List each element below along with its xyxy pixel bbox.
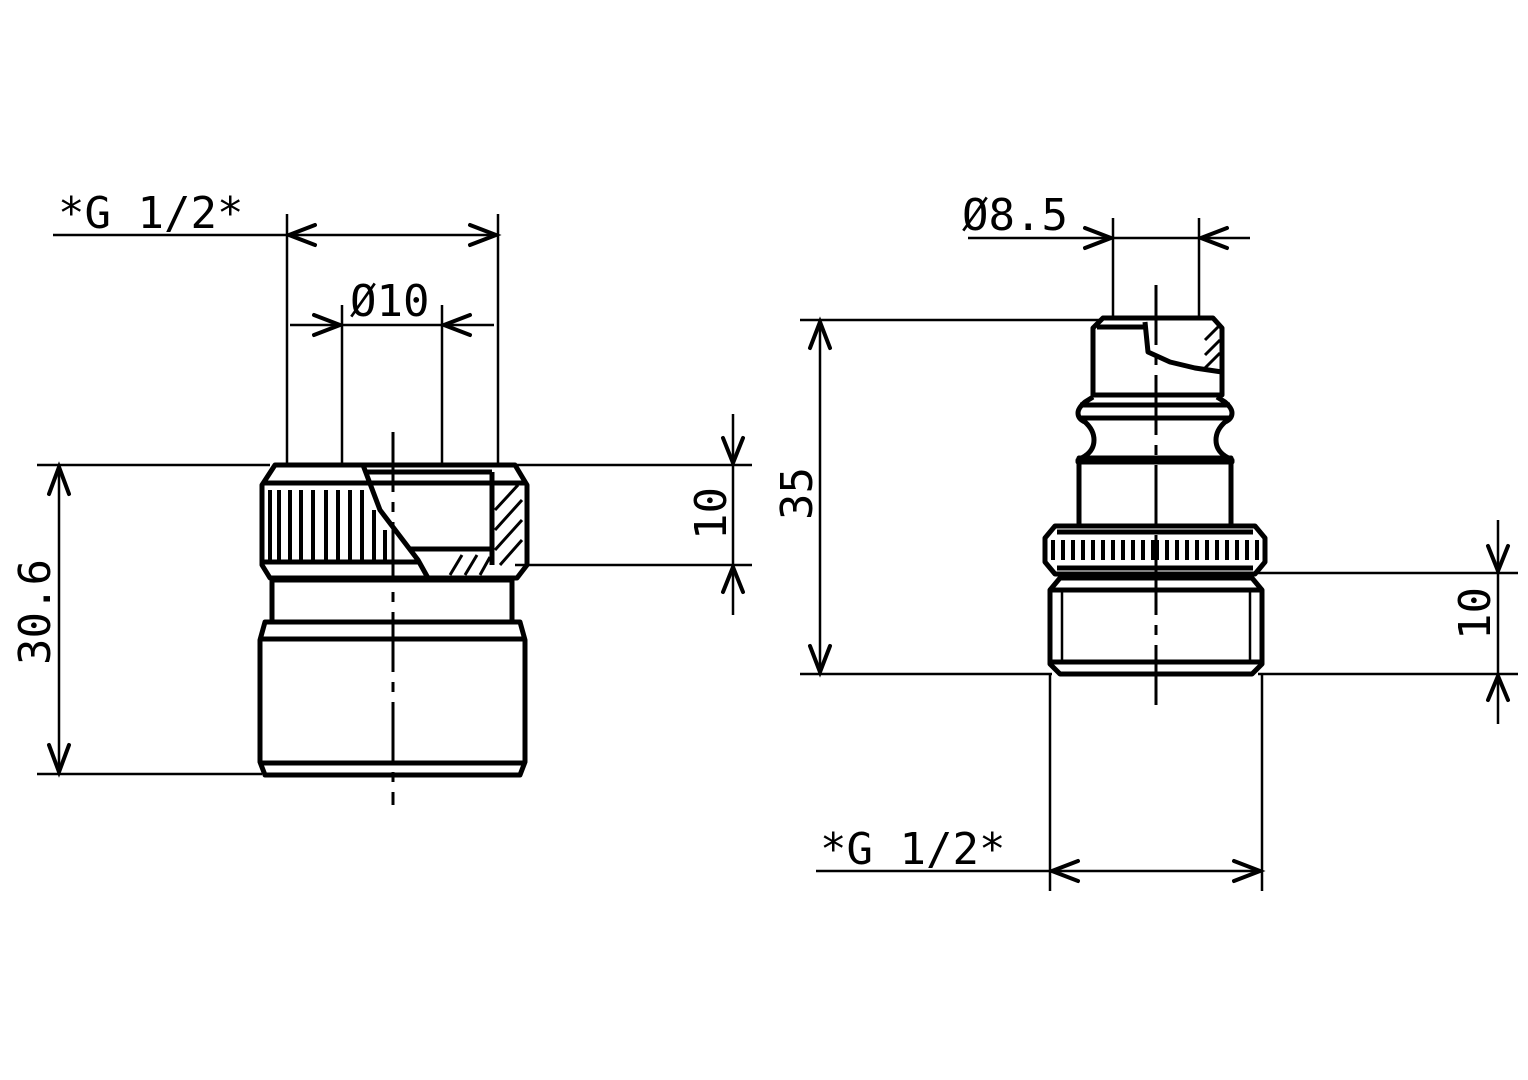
right-tip-label: Ø8.5 — [962, 190, 1068, 241]
arrow-up-icon — [47, 461, 71, 496]
arrow-right-icon — [312, 313, 346, 337]
right-height-label: 35 — [772, 467, 823, 520]
arrow-left-icon — [283, 223, 317, 247]
right-height-dimension: 35 — [772, 316, 1100, 678]
section-hatching — [448, 483, 524, 576]
left-bore-label: Ø10 — [350, 276, 429, 327]
right-thread-dimension: *G 1/2* — [816, 674, 1266, 891]
left-height-dimension: 30.6 — [10, 461, 270, 778]
right-thread-height-dimension: 10 — [1258, 520, 1518, 724]
left-bore-dimension: Ø10 — [290, 276, 494, 465]
left-thread-dimension: *G 1/2* — [53, 188, 502, 465]
arrow-up-icon — [808, 316, 832, 350]
arrow-down-icon — [721, 436, 745, 469]
arrow-down-icon — [47, 743, 71, 778]
right-thread-height-label: 10 — [1450, 587, 1501, 640]
section-hatching — [1203, 324, 1222, 370]
arrow-right-icon — [468, 223, 502, 247]
left-nut-dimension: 10 — [515, 414, 752, 615]
arrow-down-icon — [1486, 544, 1510, 577]
left-part: *G 1/2* Ø10 30.6 10 — [10, 188, 752, 805]
arrow-left-icon — [1195, 226, 1229, 250]
arrow-up-icon — [1486, 670, 1510, 702]
right-thread-label: *G 1/2* — [820, 824, 1005, 875]
arrow-up-icon — [721, 561, 745, 594]
arrow-right-icon — [1232, 859, 1266, 883]
arrow-down-icon — [808, 644, 832, 678]
left-thread-label: *G 1/2* — [58, 188, 243, 239]
left-nut-label: 10 — [686, 487, 737, 540]
arrow-left-icon — [438, 313, 472, 337]
arrow-left-icon — [1046, 859, 1080, 883]
right-tip — [1090, 315, 1225, 398]
right-part: Ø8.5 35 10 *G 1/2* — [772, 190, 1518, 891]
right-tip-dimension: Ø8.5 — [962, 190, 1250, 320]
arrow-right-icon — [1083, 226, 1117, 250]
knurl-pattern — [268, 490, 387, 560]
left-height-label: 30.6 — [10, 559, 61, 665]
